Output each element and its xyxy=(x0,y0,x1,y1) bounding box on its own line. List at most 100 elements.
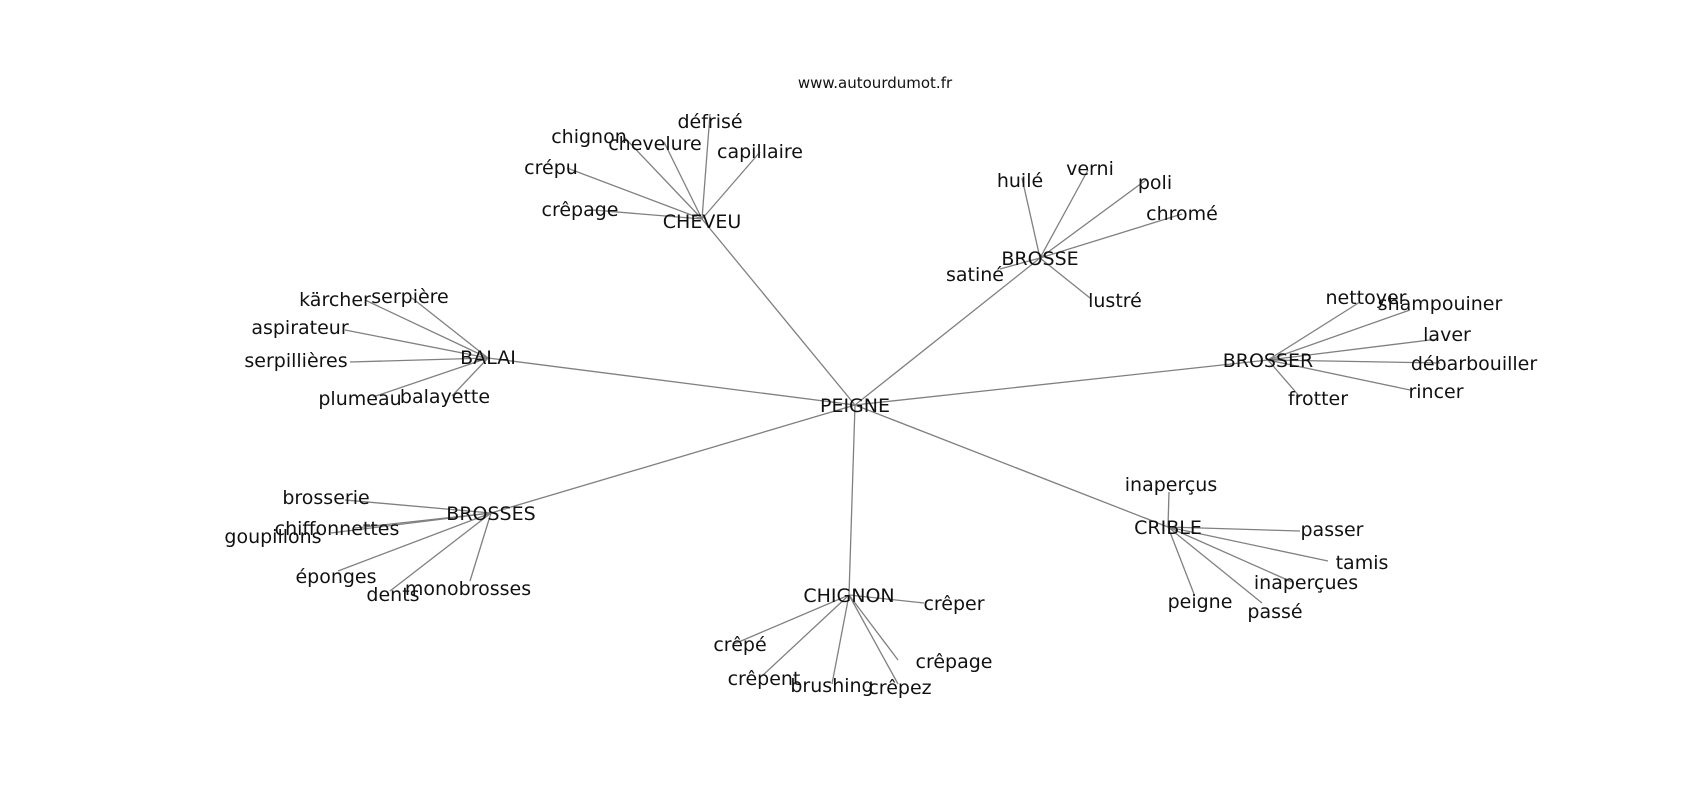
edge-cheveu-crepage xyxy=(592,209,703,220)
edge-balai-serpiere xyxy=(411,297,489,359)
word-node-label-chiffonnettes: chiffonnettes xyxy=(275,518,400,540)
word-node-label-inapercues: inaperçues xyxy=(1254,572,1358,594)
edge-balai-balayette xyxy=(451,357,489,397)
word-node-label-crepage: crêpage xyxy=(542,199,619,221)
edge-balai-plumeau xyxy=(372,357,489,398)
edge-cheveu-chignon xyxy=(623,136,703,220)
word-node-label-crepez: crêpez xyxy=(868,677,931,699)
edge-center-brosser xyxy=(854,359,1269,406)
credit-text: www.autourdumot.fr xyxy=(798,74,953,92)
word-node-label-frotter: frotter xyxy=(1288,388,1348,410)
edge-cheveu-crepu xyxy=(566,167,703,220)
word-node-label-plumeau: plumeau xyxy=(318,388,401,410)
word-node-label-balayette: balayette xyxy=(400,386,490,408)
edge-crible-tamis xyxy=(1167,526,1329,562)
word-node-label-rincer: rincer xyxy=(1408,381,1463,403)
word-node-label-verni: verni xyxy=(1066,158,1114,180)
edge-center-chignon xyxy=(848,404,856,596)
edge-brosser-nettoyer xyxy=(1267,301,1361,361)
edge-crible-inapercues xyxy=(1167,526,1293,583)
edge-balai-aspirateur xyxy=(344,329,489,359)
word-node-label-serpiere: serpière xyxy=(371,286,449,308)
word-node-label-crepent: crêpent xyxy=(728,668,801,690)
hub-node-label-brosser: BROSSER xyxy=(1223,350,1314,372)
word-node-label-goupillons: goupillons xyxy=(224,526,321,548)
edge-chignon-creper xyxy=(848,594,925,604)
word-node-label-serpillieres: serpillières xyxy=(244,350,347,372)
word-node-label-laver: laver xyxy=(1423,324,1471,346)
edge-brosse-verni xyxy=(1039,169,1089,259)
edge-brosse-satine xyxy=(999,257,1041,270)
word-node-label-crepu: crépu xyxy=(524,157,578,179)
edge-center-crible xyxy=(854,404,1169,528)
edge-chignon-crepe xyxy=(733,594,850,645)
word-node-label-capillaire: capillaire xyxy=(717,141,803,163)
edge-center-balai xyxy=(487,357,856,406)
edge-chignon-crepage xyxy=(848,594,899,661)
edge-center-brosse xyxy=(854,257,1041,406)
word-node-label-passer: passer xyxy=(1300,519,1363,541)
word-node-label-lustre: lustré xyxy=(1088,290,1142,312)
edge-center-brosses xyxy=(490,404,856,514)
edge-center-cheveu xyxy=(701,218,856,406)
edge-brosses-goupillons xyxy=(330,512,492,534)
word-node-label-chignon: chignon xyxy=(551,126,627,148)
hub-node-label-crible: CRIBLE xyxy=(1134,517,1202,539)
hub-node-label-balai: BALAI xyxy=(460,347,516,369)
word-node-label-creper: crêper xyxy=(923,593,984,615)
edge-cheveu-capillaire xyxy=(701,151,761,220)
edge-brosser-shampouiner xyxy=(1267,309,1411,361)
hub-node-label-cheveu: CHEVEU xyxy=(663,211,741,233)
edge-brosser-laver xyxy=(1267,338,1439,361)
edge-brosses-brosserie xyxy=(344,499,492,514)
word-node-label-dents: dents xyxy=(366,584,419,606)
word-node-label-debarbouiller: débarbouiller xyxy=(1411,353,1538,375)
edge-brosse-poli xyxy=(1039,179,1147,259)
word-node-label-shampouiner: shampouiner xyxy=(1378,293,1503,315)
word-node-label-brosserie: brosserie xyxy=(282,487,369,509)
word-node-label-poli: poli xyxy=(1138,172,1172,194)
edge-cheveu-chevelure xyxy=(663,141,703,220)
edge-brosse-chrome xyxy=(1039,213,1183,259)
word-node-label-crepage: crêpage xyxy=(916,651,993,673)
edge-brosses-monobrosses xyxy=(469,512,492,582)
hub-node-label-brosse: BROSSE xyxy=(1001,248,1078,270)
word-node-label-tamis: tamis xyxy=(1336,552,1389,574)
word-node-label-defrise: défrisé xyxy=(677,111,742,133)
edge-balai-karcher xyxy=(364,299,489,359)
word-node-label-peigne: peigne xyxy=(1168,591,1233,613)
edge-brosse-lustre xyxy=(1039,257,1091,299)
hub-node-label-chignon: CHIGNON xyxy=(803,585,894,607)
edge-brosse-huile xyxy=(1021,177,1041,259)
word-node-label-karcher: kärcher xyxy=(299,289,371,311)
word-node-label-chrome: chromé xyxy=(1146,203,1218,225)
edge-crible-inapercus xyxy=(1167,491,1170,528)
hub-node-label-brosses: BROSSES xyxy=(446,503,535,525)
edge-cheveu-defrise xyxy=(701,113,711,220)
word-node-label-nettoyer: nettoyer xyxy=(1325,287,1406,309)
word-node-label-monobrosses: monobrosses xyxy=(405,578,531,600)
word-node-label-brushing: brushing xyxy=(790,675,873,697)
word-node-label-eponges: éponges xyxy=(295,566,376,588)
edge-crible-passer xyxy=(1167,526,1301,532)
center-node-label: PEIGNE xyxy=(820,395,890,417)
edge-chignon-crepent xyxy=(761,594,850,677)
word-node-label-passe: passé xyxy=(1247,601,1302,623)
edge-crible-passe xyxy=(1167,526,1263,604)
word-node-label-crepe: crêpé xyxy=(713,634,766,656)
edge-brosser-rincer xyxy=(1267,359,1411,391)
word-node-label-inapercus: inaperçus xyxy=(1125,474,1218,496)
edge-chignon-crepez xyxy=(848,594,899,685)
edge-brosses-dents xyxy=(389,512,492,592)
edge-balai-serpillieres xyxy=(349,357,489,363)
edge-brosser-debarbouiller xyxy=(1267,359,1441,364)
edge-crible-peigne xyxy=(1167,526,1195,595)
edge-brosses-eponges xyxy=(337,512,492,572)
word-node-label-chevelure: chevelure xyxy=(608,133,702,155)
word-node-label-aspirateur: aspirateur xyxy=(251,317,349,339)
word-node-label-satine: satiné xyxy=(946,264,1004,286)
graph-edges xyxy=(330,113,1441,685)
edge-chignon-brushing xyxy=(831,594,850,685)
